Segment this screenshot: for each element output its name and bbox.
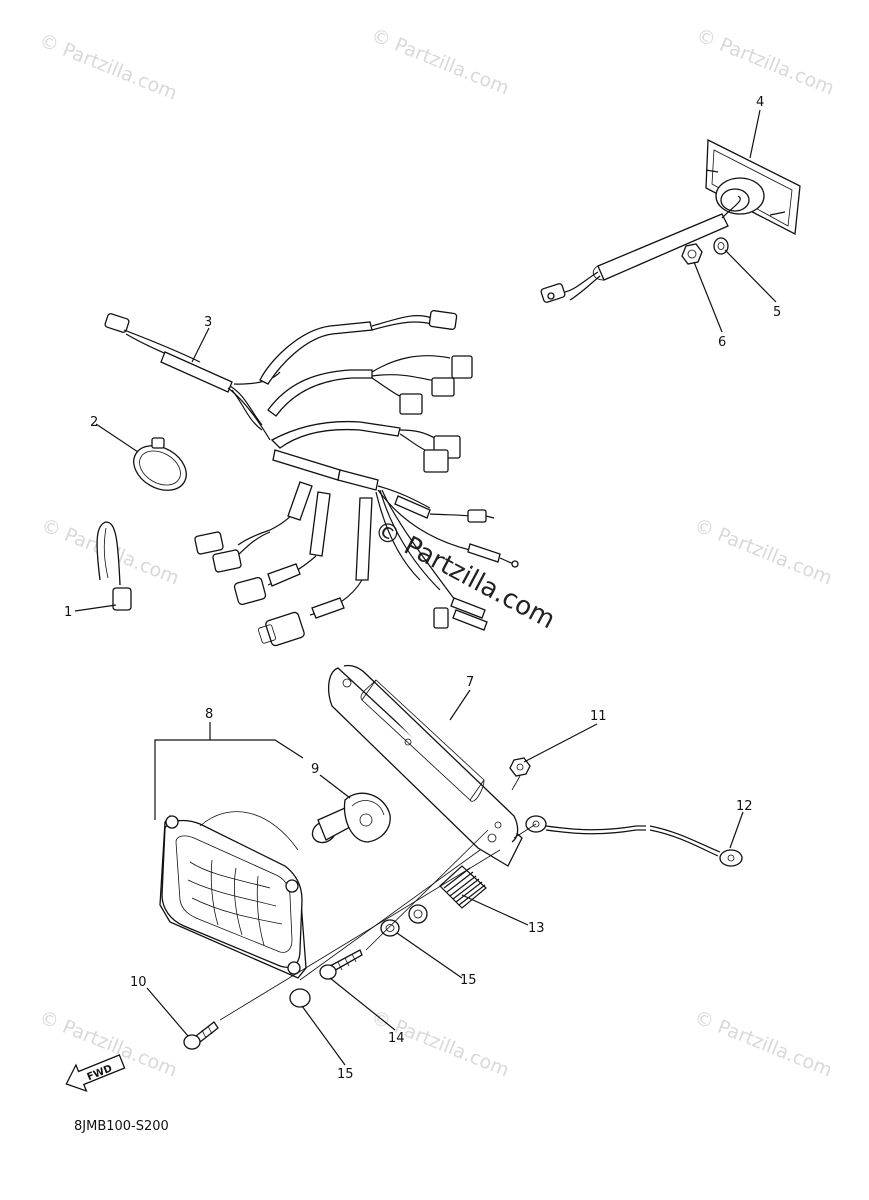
part-6-nut xyxy=(681,243,703,265)
callout-2: 2 xyxy=(90,415,98,430)
part-4-switch xyxy=(540,138,801,303)
callout-15-upper: 15 xyxy=(460,973,477,988)
callout-6: 6 xyxy=(718,335,726,350)
watermark-top-left: © Partzilla.com xyxy=(36,29,180,104)
callout-7: 7 xyxy=(466,675,474,690)
part-13-spring xyxy=(439,865,487,909)
callout-numbers: 1 2 3 4 5 6 7 8 9 10 11 12 13 14 15 15 xyxy=(64,95,781,1082)
assembly-lines xyxy=(219,775,537,1021)
part-14-screw xyxy=(319,949,363,980)
part-5-washer xyxy=(713,237,729,255)
callout-12: 12 xyxy=(736,799,753,814)
watermark-top-center: © Partzilla.com xyxy=(368,24,512,99)
leader-lines xyxy=(74,109,777,1066)
callout-3: 3 xyxy=(204,315,212,330)
callout-5: 5 xyxy=(773,305,781,320)
callout-9: 9 xyxy=(311,762,319,777)
callout-15-lower: 15 xyxy=(337,1067,354,1082)
part-3-wire-harness xyxy=(104,310,519,647)
diagram-code: 8JMB100-S200 xyxy=(74,1119,169,1134)
part-2-cable-band xyxy=(133,437,187,491)
part-9-bulb xyxy=(311,792,391,844)
part-12-ground-wire xyxy=(525,815,743,867)
part-7-gasket xyxy=(327,664,523,867)
callout-14: 14 xyxy=(388,1031,405,1046)
part-8-headlight xyxy=(159,811,307,979)
watermark-bottom-right: © Partzilla.com xyxy=(691,1006,835,1081)
part-15-cap-lower xyxy=(289,988,311,1008)
callout-1: 1 xyxy=(64,605,72,620)
callout-8: 8 xyxy=(205,707,213,722)
part-10-bolt xyxy=(183,1021,219,1050)
callout-10: 10 xyxy=(130,975,147,990)
fwd-arrow-icon: FWD xyxy=(65,1054,126,1093)
callout-4: 4 xyxy=(756,95,764,110)
callout-11: 11 xyxy=(590,709,607,724)
watermark-mid-right: © Partzilla.com xyxy=(691,514,835,589)
callout-13: 13 xyxy=(528,921,545,936)
part-11-nut xyxy=(509,757,531,777)
part-15-washer-upper xyxy=(380,904,428,937)
watermark-top-right: © Partzilla.com xyxy=(693,24,837,99)
part-1-clip xyxy=(96,521,132,611)
